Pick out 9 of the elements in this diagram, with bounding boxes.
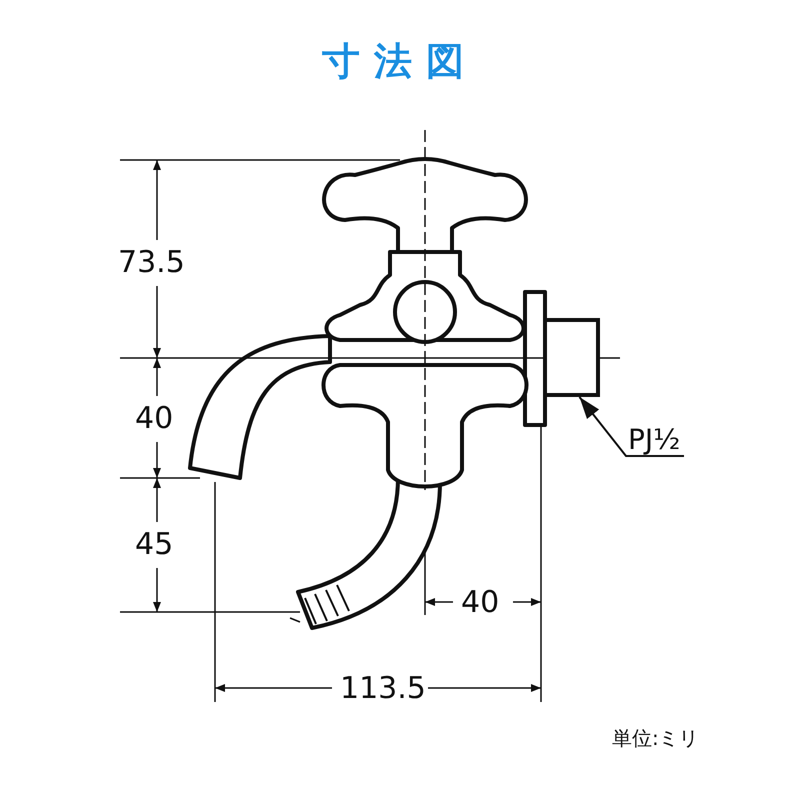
title: 寸法図 (321, 42, 479, 80)
dimension-label: 40 (461, 588, 500, 618)
dimension-label: 40 (135, 404, 174, 434)
unit-note: 単位:ミリ (612, 728, 699, 748)
leader-line (578, 396, 684, 457)
callout-text: PJ½ (628, 426, 680, 454)
dimension-label: 73.5 (118, 248, 185, 278)
dimension-label: 113.5 (340, 674, 426, 704)
dimension-label: 45 (135, 530, 174, 560)
